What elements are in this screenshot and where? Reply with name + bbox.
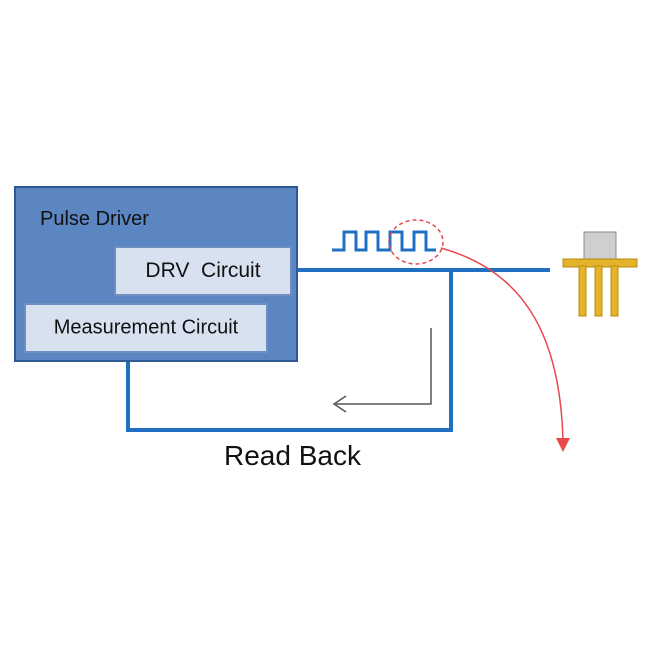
measurement-circuit-block: Measurement Circuit (24, 303, 268, 353)
arrow-left-head (332, 395, 347, 413)
transistor-package-icon (562, 231, 638, 317)
read-back-label: Read Back (224, 440, 361, 471)
zoom-arrow-head (556, 438, 570, 452)
square-wave-icon (332, 230, 436, 252)
read-back-wire (126, 270, 453, 432)
arrow-left-icon (336, 328, 432, 405)
measurement-circuit-label: Measurement Circuit (53, 316, 239, 339)
zoom-arrow (440, 247, 564, 441)
pulse-driver-label: Pulse Driver (40, 208, 149, 230)
drv-circuit-label: DRV Circuit (145, 259, 261, 282)
highlight-circle (388, 219, 444, 265)
drv-circuit-block: DRV Circuit (114, 246, 292, 296)
